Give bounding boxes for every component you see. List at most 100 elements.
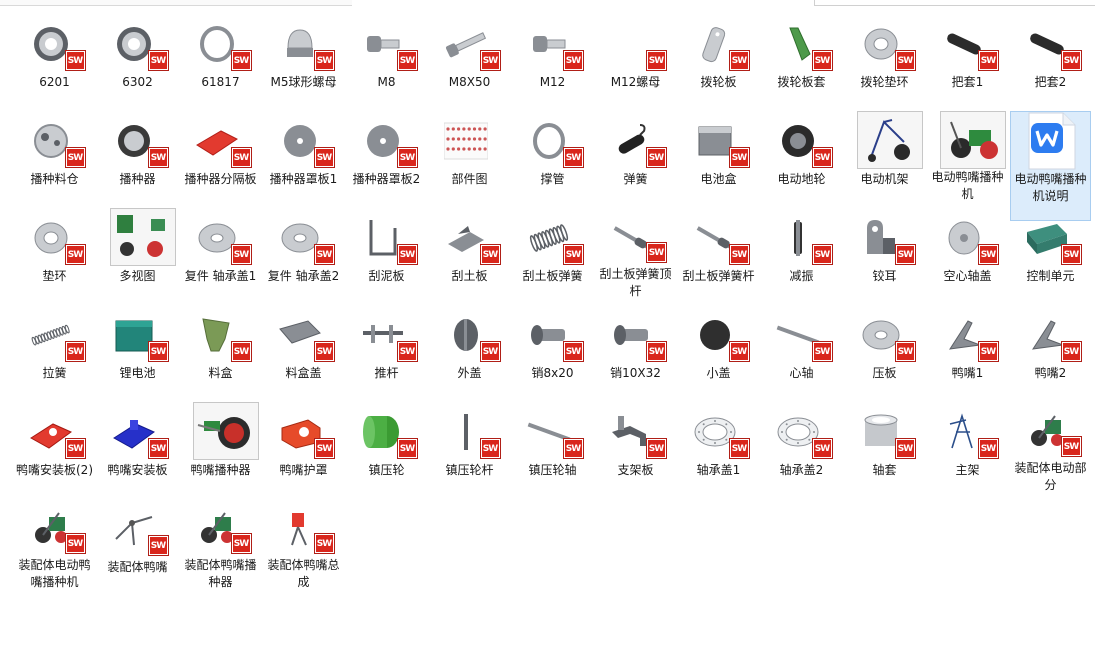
file-name: 小盖 [706, 366, 731, 380]
file-name: 部件图 [451, 172, 488, 186]
solidworks-badge-icon: SW [1061, 245, 1081, 264]
file-thumbnail: SW [357, 20, 417, 70]
file-thumbnail: SW [606, 117, 666, 167]
address-bar-edge[interactable] [0, 0, 352, 6]
file-thumbnail: SW [606, 20, 666, 70]
search-box-edge[interactable] [814, 0, 1095, 6]
file-name: 播种器罩板1 [269, 172, 338, 186]
file-item[interactable]: 电动鸭嘴播种机说明 [1010, 111, 1091, 221]
file-name: 拨轮垫环 [860, 75, 909, 89]
file-name: M8 [377, 75, 396, 89]
file-item[interactable]: 电动鸭嘴播种机 [927, 111, 1008, 204]
plate-icon [701, 27, 725, 63]
file-thumbnail: SW [191, 214, 251, 264]
file-thumbnail: SW [440, 20, 500, 70]
file-item[interactable]: SW M8 [346, 14, 427, 107]
file-item[interactable]: 多视图 [97, 208, 178, 301]
file-thumbnail: SW [772, 20, 832, 70]
bracket-plate-icon [611, 416, 646, 446]
file-thumbnail: SW [440, 408, 500, 458]
file-name: 镇压轮 [368, 463, 405, 477]
solidworks-badge-icon: SW [231, 245, 251, 264]
solidworks-badge-icon: SW [1061, 51, 1081, 70]
solidworks-badge-icon: SW [1061, 342, 1081, 361]
assembly-icon [200, 512, 233, 543]
solidworks-badge-icon: SW [563, 148, 583, 167]
file-name: 心轴 [789, 366, 814, 380]
file-thumbnail: SW [25, 117, 85, 167]
file-thumbnail: SW [108, 408, 168, 458]
file-thumbnail: SW [440, 311, 500, 361]
file-thumbnail: SW [855, 214, 915, 264]
file-item[interactable]: 部件图 [429, 111, 510, 204]
solidworks-badge-icon: SW [729, 51, 749, 70]
acorn-nut-icon [286, 29, 313, 57]
file-item[interactable]: 鸭嘴播种器 [180, 402, 261, 495]
file-item[interactable]: 电动机架 [844, 111, 925, 204]
file-name: 镇压轮轴 [528, 463, 577, 477]
